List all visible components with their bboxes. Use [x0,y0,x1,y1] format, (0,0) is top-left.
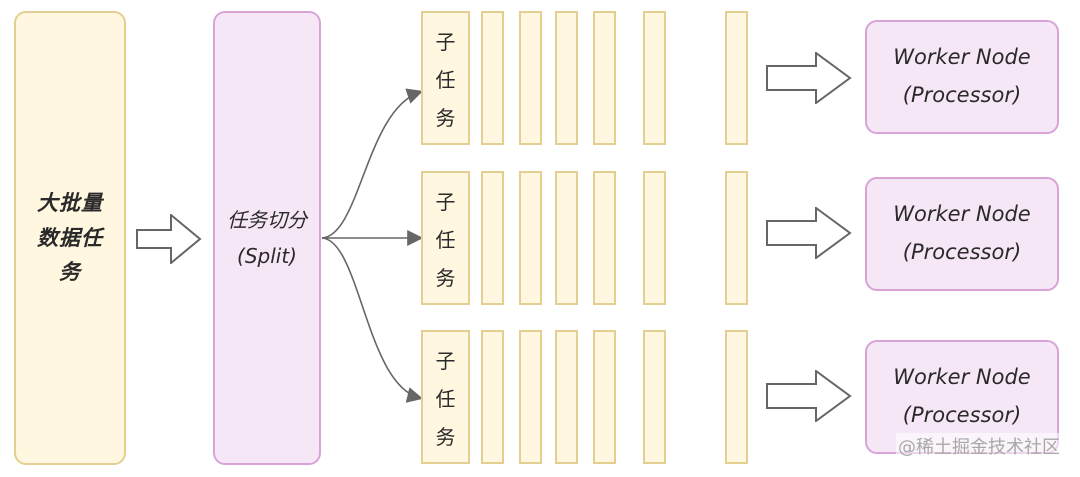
connector-bottom-icon [321,237,424,403]
subtask-slot-2-1 [481,171,504,305]
worker-node-1: Worker Node (Processor) [865,20,1059,134]
worker-node-1-title: Worker Node [893,45,1031,70]
subtask-char-1-3: 务 [435,105,456,130]
subtask-slot-2-5 [643,171,666,305]
worker-node-3-subtitle: (Processor) [902,403,1022,427]
subtask-slot-3-3 [555,330,578,464]
split-task-box: 任务切分 (Split) [213,11,321,465]
subtask-char-1-2: 任 [435,67,456,92]
subtask-char-3-1: 子 [435,348,456,373]
subtask-char-3-3: 务 [435,424,456,449]
subtask-char-2-2: 任 [435,227,456,252]
subtask-slot-2-3 [555,171,578,305]
subtask-slot-1-2 [519,11,542,145]
subtask-label-3: 子 任 务 [423,332,468,462]
split-task-label: 任务切分 [227,208,307,232]
subtask-slot-1-3 [555,11,578,145]
subtask-slot-2-4 [593,171,616,305]
split-task-sub-label: (Split) [237,244,297,268]
subtask-block-1: 子 任 务 [421,11,470,145]
split-task-label-wrap: 任务切分 (Split) [227,202,307,274]
subtask-block-3: 子 任 务 [421,330,470,464]
subtask-char-2-1: 子 [435,189,456,214]
right-arrow-2-icon [766,207,852,259]
subtask-char-2-3: 务 [435,265,456,290]
subtask-char-1-1: 子 [435,29,456,54]
worker-node-3-text: Worker Node (Processor) [893,359,1030,435]
batch-task-box: 大批量数据任务 [14,11,126,465]
subtask-slot-2-6 [725,171,748,305]
subtask-slot-3-1 [481,330,504,464]
subtask-block-2: 子 任 务 [421,171,470,305]
worker-node-1-text: Worker Node (Processor) [893,39,1030,115]
subtask-slot-2-2 [519,171,542,305]
subtask-slot-3-6 [725,330,748,464]
watermark: @稀土掘金技术社区 [896,433,1062,459]
subtask-slot-3-4 [593,330,616,464]
worker-node-2-text: Worker Node (Processor) [893,196,1030,272]
subtask-slot-3-5 [643,330,666,464]
subtask-label-1: 子 任 务 [423,13,468,143]
worker-node-2-subtitle: (Processor) [902,240,1022,264]
subtask-label-2: 子 任 务 [423,173,468,303]
connector-top-icon [321,88,424,239]
worker-node-2: Worker Node (Processor) [865,177,1059,291]
big-arrow-1-icon [136,214,202,264]
subtask-char-3-2: 任 [435,386,456,411]
batch-task-label: 大批量数据任务 [37,191,103,285]
worker-node-1-subtitle: (Processor) [902,83,1022,107]
subtask-slot-1-5 [643,11,666,145]
subtask-slot-1-6 [725,11,748,145]
subtask-slot-1-1 [481,11,504,145]
subtask-slot-1-4 [593,11,616,145]
worker-node-2-title: Worker Node [893,202,1031,227]
subtask-slot-3-2 [519,330,542,464]
right-arrow-1-icon [766,52,852,104]
right-arrow-3-icon [766,370,852,422]
worker-node-3-title: Worker Node [893,365,1031,390]
